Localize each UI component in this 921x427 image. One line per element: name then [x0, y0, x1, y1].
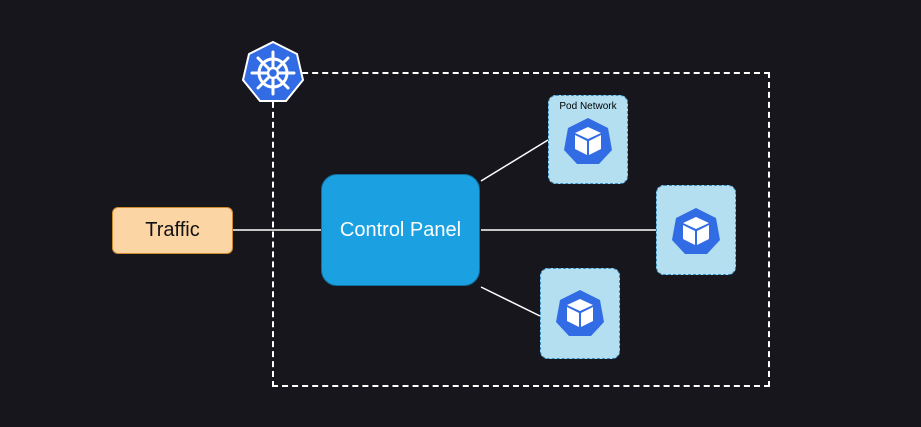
- pod-node-3: [540, 268, 620, 359]
- pod-network-label: Pod Network: [559, 101, 617, 112]
- pod-node-1: Pod Network: [548, 95, 628, 184]
- cluster-boundary: [272, 72, 770, 387]
- connector-control-panel-to-pod-1: [480, 139, 549, 182]
- traffic-node: Traffic: [112, 207, 233, 254]
- pod-node-2: [656, 185, 736, 275]
- cube-icon: [564, 118, 612, 164]
- kubernetes-helm-icon: [241, 40, 305, 102]
- control-panel-label: Control Panel: [339, 218, 462, 241]
- cube-icon: [672, 208, 720, 254]
- control-panel-node: Control Panel: [321, 174, 480, 286]
- connector-control-panel-to-pod-3: [480, 286, 541, 317]
- cube-icon: [556, 290, 604, 336]
- traffic-label: Traffic: [145, 219, 200, 241]
